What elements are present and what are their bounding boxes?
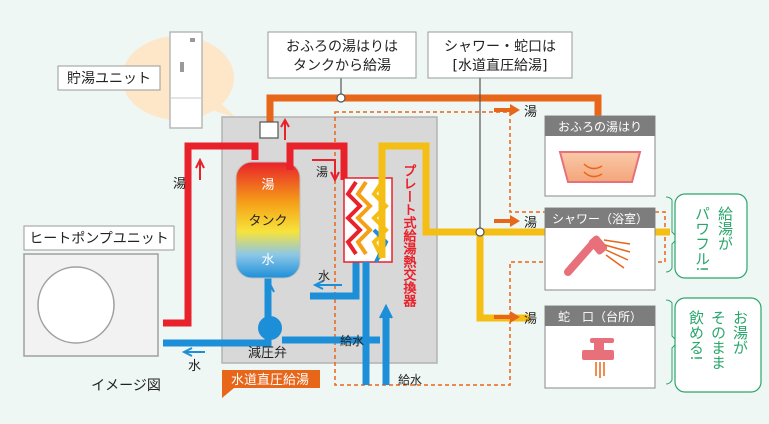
exchanger-hot-coil <box>345 180 363 256</box>
hot-arrow-icon-shower <box>494 215 520 227</box>
direct-supply-outline <box>334 111 666 386</box>
hot-label-faucet: 湯 <box>524 312 537 327</box>
tank-inlet-up-arrow-icon <box>265 281 275 293</box>
supply-up-arrow-icon <box>379 303 393 319</box>
bath-water-waves-icon <box>583 163 603 178</box>
callout-connector-dot-bath <box>336 93 346 103</box>
hot-arrow-icon-bath <box>494 104 520 116</box>
heat-pump-label-box <box>23 225 175 251</box>
supply-water-mid-label: 給水 <box>340 334 364 348</box>
heat-pump-fan <box>37 266 115 344</box>
storage-unit-cabinet <box>169 31 203 129</box>
mixing-valve-box <box>259 121 279 139</box>
storage-unit-handle <box>180 62 184 72</box>
plate-exchanger-label: プレート式給湯熱交換器 <box>401 164 418 308</box>
fixture-header-shower <box>545 208 655 228</box>
tank-to-exchanger-hot-pipe <box>286 142 348 180</box>
heat-pump-label: ヒートポンプユニット <box>29 231 169 247</box>
hot-down-arrow-icon <box>312 159 340 183</box>
direct-hot-pipe <box>378 142 670 258</box>
callout-box-shower <box>427 31 573 79</box>
up-arrow-red-icon <box>280 117 290 140</box>
callout-box-bath <box>267 31 417 79</box>
water-inner-arrow-icon <box>312 280 342 290</box>
hot-label-inner: 湯 <box>316 165 328 179</box>
fixture-label-faucet: 蛇 口（台所） <box>558 309 642 324</box>
tank-water-label: 水 <box>261 253 274 268</box>
exchanger-mid-coil <box>355 180 373 256</box>
water-label-bottom-left: 水 <box>188 359 201 374</box>
tank-hot-label: 湯 <box>261 178 274 193</box>
hot-label-shower: 湯 <box>524 216 537 231</box>
callout-connector-dot-shower <box>475 227 485 237</box>
fixture-label-shower: シャワー（浴室） <box>552 211 648 226</box>
callout-bath-line1: おふろの湯はりは <box>286 38 398 55</box>
hot-arrow-icon-faucet <box>494 311 520 323</box>
fixture-header-bath <box>545 116 655 136</box>
storage-unit-illustration <box>122 31 236 129</box>
supply-water-bottom-label: 給水 <box>398 373 422 387</box>
exchanger-yellow-coil <box>371 180 389 259</box>
callout-shower-line2: [水道直圧給湯] <box>453 57 548 74</box>
image-caption: イメージ図 <box>91 378 161 394</box>
powerful-line1: 給湯が <box>716 206 734 251</box>
hot-label-bath: 湯 <box>524 105 537 120</box>
fixture-header-faucet <box>545 306 655 326</box>
powerful-line2: パワフル! <box>693 206 711 272</box>
exchanger-cold-return-pipe <box>310 262 360 300</box>
drinkable-line2: そのまま <box>709 310 727 370</box>
pressure-reducing-valve <box>258 316 282 340</box>
hot-up-arrow-icon <box>195 157 205 180</box>
drinkable-callout-box <box>674 297 762 393</box>
direct-pressure-label: 水道直圧給湯 <box>231 373 309 388</box>
faucet-icon <box>582 338 614 378</box>
storage-unit-bubble-tail <box>200 92 236 118</box>
storage-unit-label: 貯湯ユニット <box>67 70 151 87</box>
faucet-hot-pipe <box>476 232 530 322</box>
heat-pump-hot-pipe <box>163 142 259 327</box>
drinkable-line1: お湯が <box>731 310 749 355</box>
powerful-callout-box <box>674 193 748 279</box>
direct-pressure-tag <box>222 370 320 398</box>
tank-name-label: タンク <box>248 214 287 229</box>
water-label-inner: 水 <box>318 269 330 283</box>
fixture-label-bath: おふろの湯はり <box>558 120 642 134</box>
hot-label-left: 湯 <box>173 177 186 192</box>
pressure-valve-label: 減圧弁 <box>248 345 287 361</box>
callout-shower-line1: シャワー・蛇口は <box>444 39 556 55</box>
storage-unit-indicator <box>190 38 195 42</box>
callout-bath-line2: タンクから給湯 <box>293 57 391 74</box>
drinkable-line3: 飲める! <box>687 310 705 361</box>
storage-tank <box>235 161 301 279</box>
water-left-arrow-icon <box>181 347 205 357</box>
heat-pump-cold-pipe <box>163 275 272 347</box>
shower-head-icon <box>564 235 631 276</box>
storage-unit-label-box <box>57 65 161 91</box>
